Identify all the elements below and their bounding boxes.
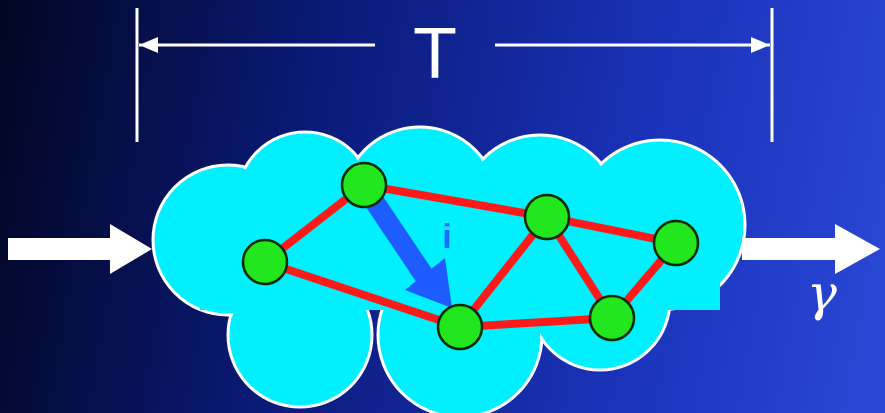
node bbox=[436, 303, 484, 351]
output-arrow bbox=[742, 224, 880, 274]
path-arrowhead bbox=[405, 258, 452, 308]
node bbox=[340, 161, 388, 209]
time-span-indicator: T bbox=[135, 8, 774, 142]
path-arrow bbox=[359, 186, 452, 308]
node bbox=[241, 238, 289, 286]
output-label: γ bbox=[807, 264, 837, 322]
time-span-label: T bbox=[413, 14, 457, 94]
edge bbox=[360, 181, 551, 221]
path-label: i bbox=[442, 218, 451, 256]
output-arrowhead bbox=[835, 224, 880, 274]
span-arrowhead-right bbox=[751, 37, 770, 53]
edge bbox=[261, 258, 464, 331]
edge bbox=[456, 213, 551, 331]
nodes bbox=[241, 161, 700, 351]
span-arrowhead-left bbox=[139, 37, 158, 53]
node bbox=[588, 294, 636, 342]
edge bbox=[456, 314, 616, 331]
input-arrowhead bbox=[110, 224, 152, 274]
node bbox=[523, 193, 571, 241]
node bbox=[652, 219, 700, 267]
input-arrow bbox=[8, 224, 152, 274]
